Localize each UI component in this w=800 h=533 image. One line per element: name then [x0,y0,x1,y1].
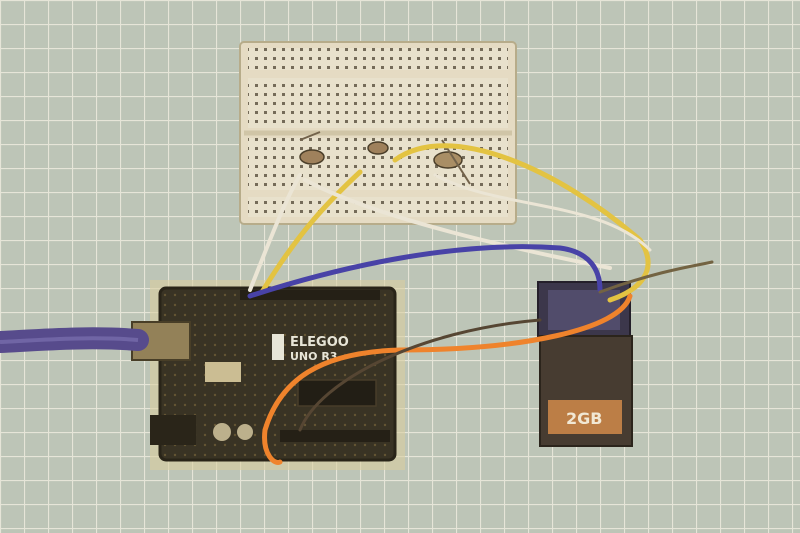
board-model-label: UNO R3 [290,350,337,363]
components [299,131,471,185]
wires [247,143,714,465]
wire-white-3 [433,173,652,252]
wire-blue [247,244,603,299]
wire-dark-2 [598,260,714,294]
sd-card-module: 2GB [537,281,633,447]
wire-dark-1 [298,318,542,432]
wire-white-1 [248,173,302,292]
wire-yellow [259,169,363,295]
wire-white-2 [303,178,612,270]
sd-card-capacity: 2GB [566,409,602,428]
breadboard [239,41,517,225]
board-brand-label: ELEGOO [290,335,349,350]
wire-yellow-long [392,143,651,303]
wire-orange [262,293,633,465]
